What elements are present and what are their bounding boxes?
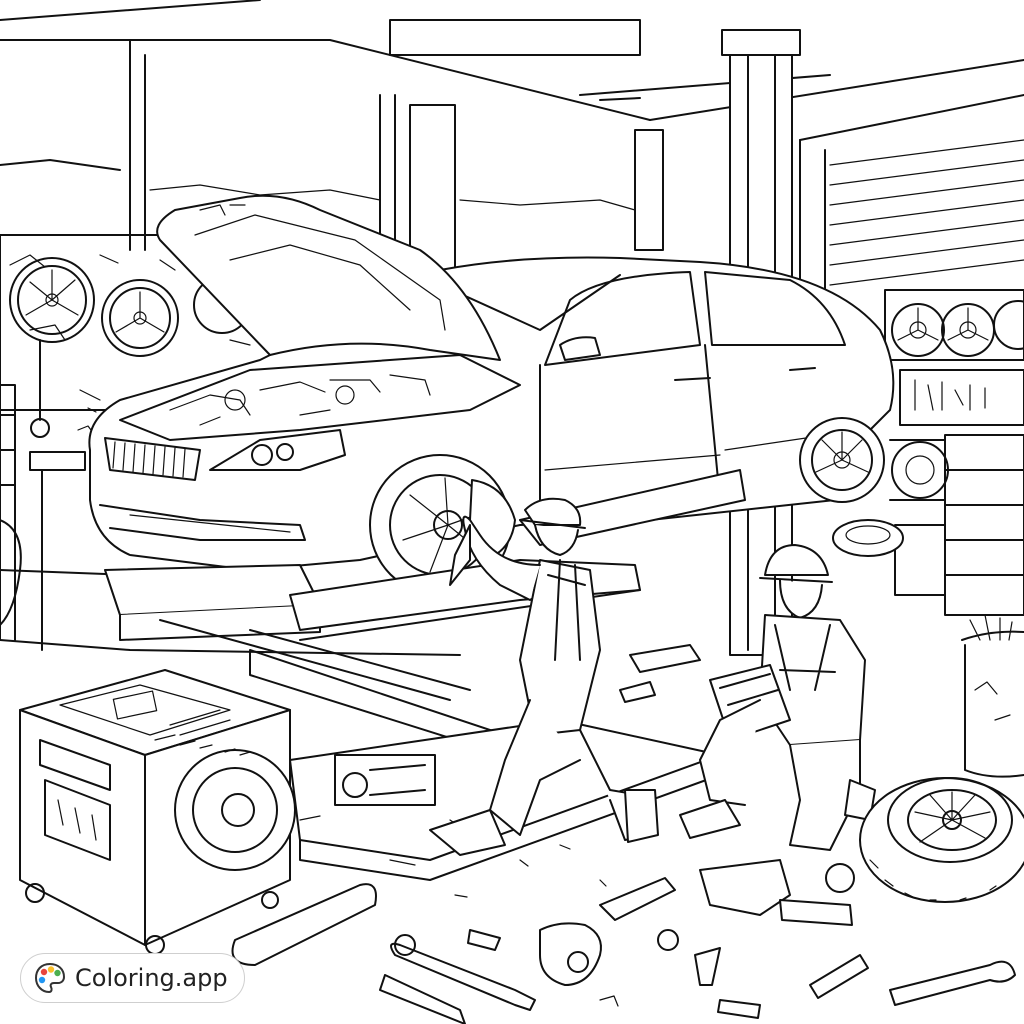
palette-icon — [34, 962, 66, 994]
mechanic-kneeling — [430, 499, 658, 855]
car — [89, 196, 893, 595]
tire-balancer-machine — [20, 670, 295, 954]
mechanic-with-tablet — [680, 545, 875, 850]
trash-bin — [962, 615, 1024, 777]
floor-tools — [233, 645, 1016, 1024]
rollup-door — [800, 95, 1024, 340]
right-wall — [885, 290, 1024, 615]
coloring-app-watermark: Coloring.app — [20, 953, 245, 1003]
spare-tire — [833, 520, 1024, 902]
watermark-label: Coloring.app — [75, 964, 228, 992]
left-cabinet — [0, 385, 21, 640]
